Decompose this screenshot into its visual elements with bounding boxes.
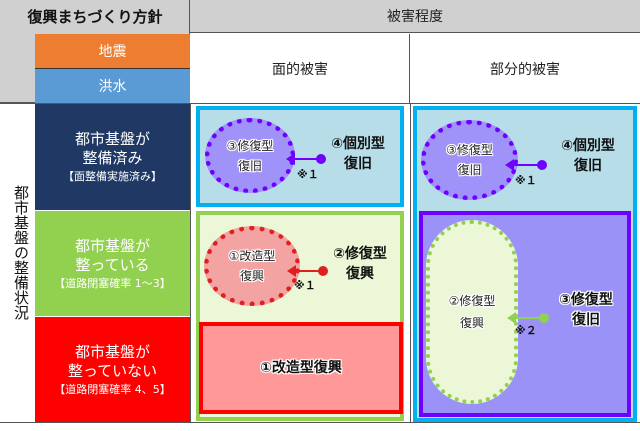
row-sub: 【道路閉塞確率 1～3】 (54, 276, 171, 290)
flood-label: 洪水 (35, 69, 190, 103)
arrow-head-icon (505, 159, 514, 171)
label-text: 復旧 (574, 158, 602, 174)
row-label-adequate: 都市基盤が 整っている 【道路閉塞確率 1～3】 (35, 211, 190, 316)
oval-text: ①改造型 (228, 249, 276, 263)
pill-text: 復興 (459, 316, 484, 330)
arrow-line (512, 164, 542, 166)
label-text: 復旧 (344, 156, 372, 172)
row-label-inadequate: 都市基盤が 整っていない 【道路閉塞確率 4、5】 (35, 317, 190, 423)
pill-text: ②修復型 (448, 294, 496, 308)
row-title-2: 整っている (75, 255, 150, 274)
arrow-head-icon (287, 265, 296, 277)
footnote-mark: ※１ (515, 174, 537, 187)
row-sub: 【面整備実施済み】 (63, 170, 162, 183)
divider (190, 104, 191, 423)
divider (0, 103, 640, 104)
divider (0, 422, 640, 423)
arrow-dot (318, 266, 328, 276)
row-title-2: 整っていない (67, 362, 158, 380)
row-title-2: 整備済み (82, 149, 143, 167)
arrow-dot (539, 313, 549, 323)
repair-recovery-oval: ③修復型復旧 (421, 120, 518, 200)
footnote-mark: ※１ (294, 279, 316, 292)
label-text: 復興 (346, 266, 374, 282)
label-text: ③修復型 (559, 292, 613, 308)
divider (410, 104, 411, 423)
remodel-reconstruction-oval: ①改造型復興 (204, 226, 300, 306)
row-sub: 【道路閉塞確率 4、5】 (54, 383, 171, 396)
footnote-mark: ※１ (297, 168, 319, 181)
arrow-line (514, 317, 544, 319)
row-title-1: 都市基盤が (74, 236, 150, 255)
oval-text: ③修復型 (226, 138, 274, 153)
remodel-reconstruction-box: ①改造型復興 (199, 322, 403, 414)
arrow-dot (537, 160, 547, 170)
arrow-head-icon (286, 153, 295, 165)
arrow-line (296, 270, 322, 272)
row-label-developed: 都市基盤が 整備済み 【面整備実施済み】 (35, 104, 190, 210)
area-damage-header: 面的被害 (191, 34, 410, 103)
individual-recovery-label: ④個別型復旧 (320, 132, 396, 176)
label-text: ④個別型 (331, 136, 385, 152)
damage-level-header: 被害程度 (190, 0, 640, 33)
label-text: ②修復型 (333, 246, 387, 262)
oval-text: 復興 (239, 269, 264, 283)
repair-recovery-label: ③修復型復旧 (546, 288, 626, 332)
individual-recovery-label: ④個別型復旧 (548, 134, 628, 178)
oval-text: ③修復型 (446, 143, 493, 157)
oval-text: 復旧 (457, 163, 482, 177)
label-text: 復旧 (572, 312, 600, 328)
repair-recovery-oval: ③修復型復旧 (205, 118, 295, 193)
row-title-1: 都市基盤が (74, 130, 150, 148)
repair-reconstruction-pill: ②修復型復興 (426, 220, 518, 404)
oval-text: 復旧 (237, 158, 262, 173)
policy-header: 復興まちづくり方針 (27, 8, 163, 26)
infrastructure-status-label: 都市基盤の整備状況 (12, 185, 30, 320)
arrow-line (292, 158, 320, 160)
arrow-head-icon (507, 312, 516, 324)
footnote-mark: ※２ (515, 324, 537, 337)
arrow-dot (316, 154, 326, 164)
label-text: ④個別型 (561, 138, 615, 154)
partial-damage-header: 部分的被害 (490, 61, 560, 78)
row-title-1: 都市基盤が (74, 343, 150, 361)
earthquake-label: 地震 (35, 34, 190, 69)
repair-reconstruction-label: ②修復型復興 (322, 242, 398, 286)
